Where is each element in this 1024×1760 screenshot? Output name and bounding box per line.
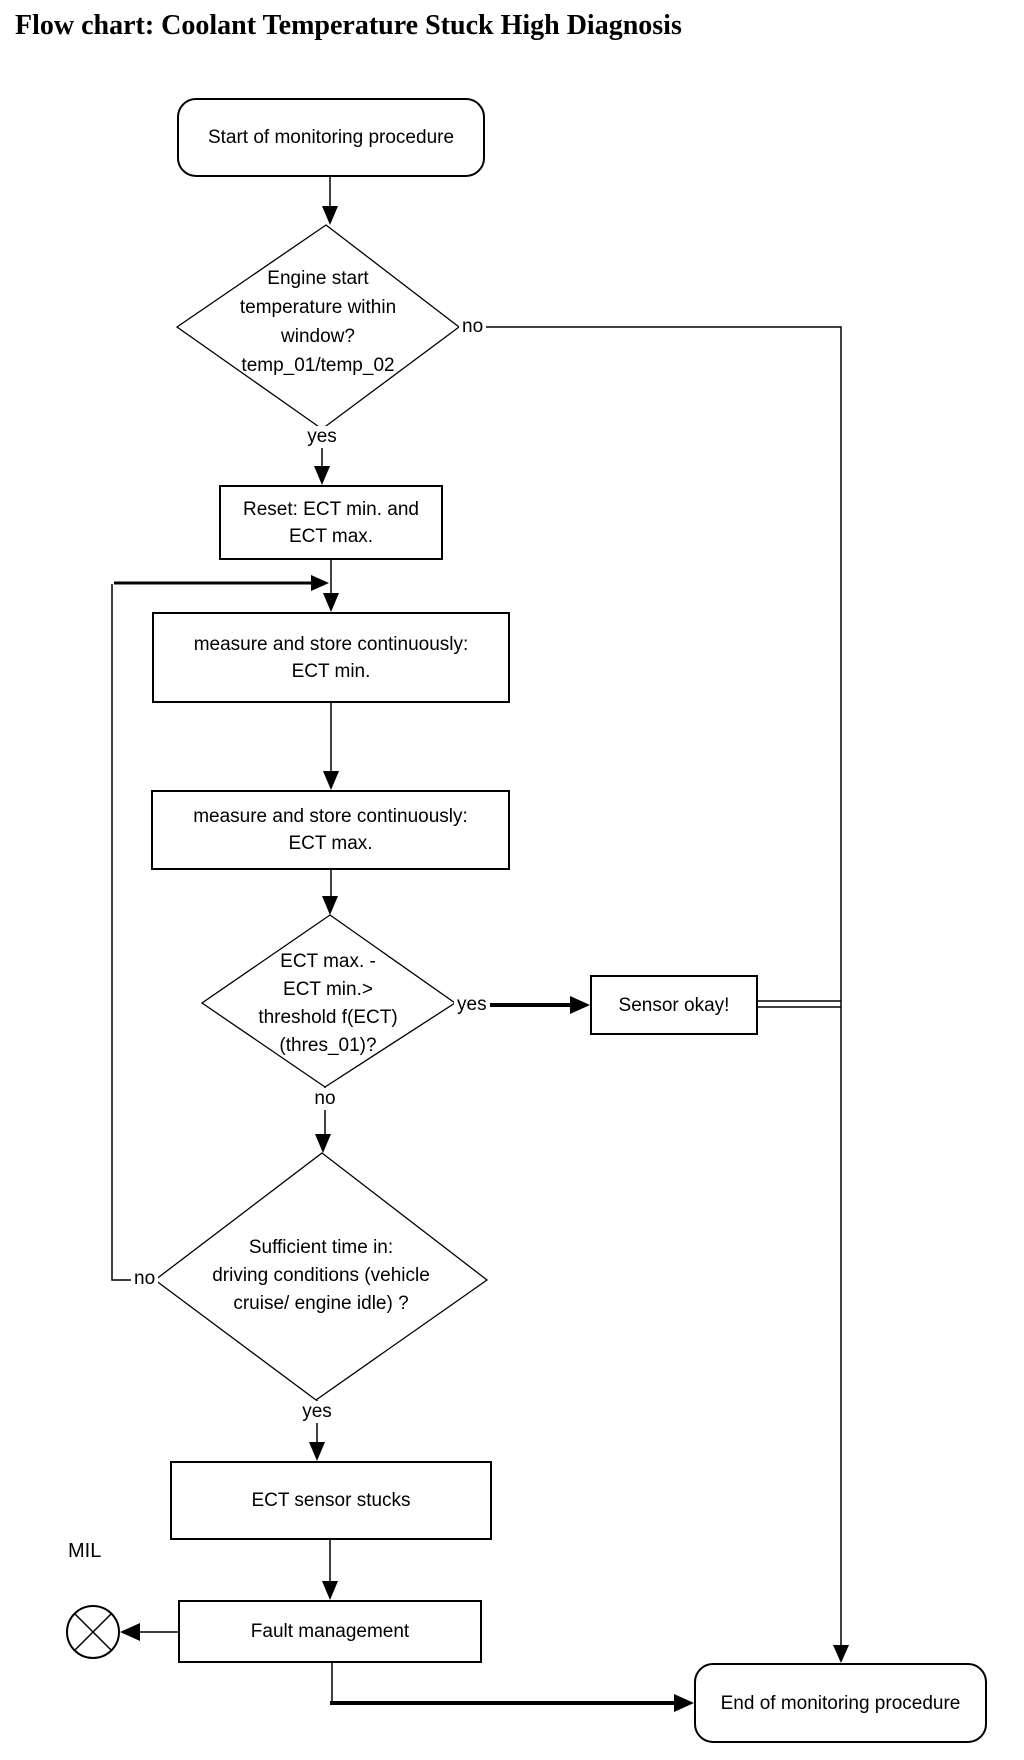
process-measure-ect-min-label: measure and store continuously: ECT min. xyxy=(193,633,469,682)
start-node-label: Start of monitoring procedure xyxy=(207,127,455,148)
arrowhead-into-decision1 xyxy=(322,206,338,225)
decision-sufficient-time-text: Sufficient time in: driving conditions (… xyxy=(212,1237,430,1314)
process-ect-sensor-stucks-label: ECT sensor stucks xyxy=(251,1490,411,1511)
decision-sufficient-time-shape xyxy=(153,1152,489,1401)
arrowhead-into-sensor-okay xyxy=(570,996,590,1014)
connector-no-branch-right xyxy=(459,326,842,1646)
decision-engine-start-temp-text: Engine start temperature within window? … xyxy=(239,268,397,376)
process-reset-label: Reset: ECT min. and ECT max. xyxy=(242,498,419,547)
branch-label-no-threshold: no xyxy=(311,1088,339,1110)
arrowhead-loop-merge xyxy=(311,575,329,591)
decision-ect-threshold-shape xyxy=(200,914,457,1088)
arrowhead-into-mil xyxy=(120,1623,140,1641)
mil-indicator-icon xyxy=(66,1605,120,1659)
start-node: Start of monitoring procedure xyxy=(177,98,485,177)
process-sensor-okay: Sensor okay! xyxy=(590,975,758,1035)
connector-loop-left xyxy=(111,584,155,1281)
end-node: End of monitoring procedure xyxy=(694,1663,987,1743)
process-reset: Reset: ECT min. and ECT max. xyxy=(219,485,443,560)
end-node-label: End of monitoring procedure xyxy=(720,1692,961,1714)
process-measure-ect-max: measure and store continuously: ECT max. xyxy=(151,790,510,870)
arrowhead-into-measure-max xyxy=(323,771,339,790)
mil-label: MIL xyxy=(68,1540,102,1562)
arrowhead-into-reset xyxy=(314,466,330,485)
arrowhead-into-fault xyxy=(322,1581,338,1600)
arrowhead-into-decision3 xyxy=(315,1134,331,1153)
process-ect-sensor-stucks: ECT sensor stucks xyxy=(170,1461,492,1540)
arrowhead-into-measure-min xyxy=(323,593,339,612)
arrowhead-into-end-top xyxy=(833,1645,849,1663)
branch-label-no-time: no xyxy=(131,1268,159,1290)
decision-ect-threshold-text: ECT max. - ECT min.> threshold f(ECT) (t… xyxy=(258,951,398,1056)
branch-label-yes-threshold: yes xyxy=(454,994,490,1016)
arrowhead-into-decision2 xyxy=(322,896,338,915)
branch-label-yes-temp-window: yes xyxy=(304,426,340,448)
arrowhead-into-end-left xyxy=(674,1694,694,1712)
process-fault-management: Fault management xyxy=(178,1600,482,1663)
branch-label-yes-time: yes xyxy=(299,1401,335,1423)
process-measure-ect-max-label: measure and store continuously: ECT max. xyxy=(193,806,468,854)
branch-label-no-temp-window: no xyxy=(459,316,487,338)
arrowhead-into-stucks xyxy=(309,1442,325,1461)
flowchart-title: Flow chart: Coolant Temperature Stuck Hi… xyxy=(15,10,682,41)
process-sensor-okay-label: Sensor okay! xyxy=(618,994,730,1016)
process-measure-ect-min: measure and store continuously: ECT min. xyxy=(152,612,510,703)
process-fault-management-label: Fault management xyxy=(250,1621,410,1642)
